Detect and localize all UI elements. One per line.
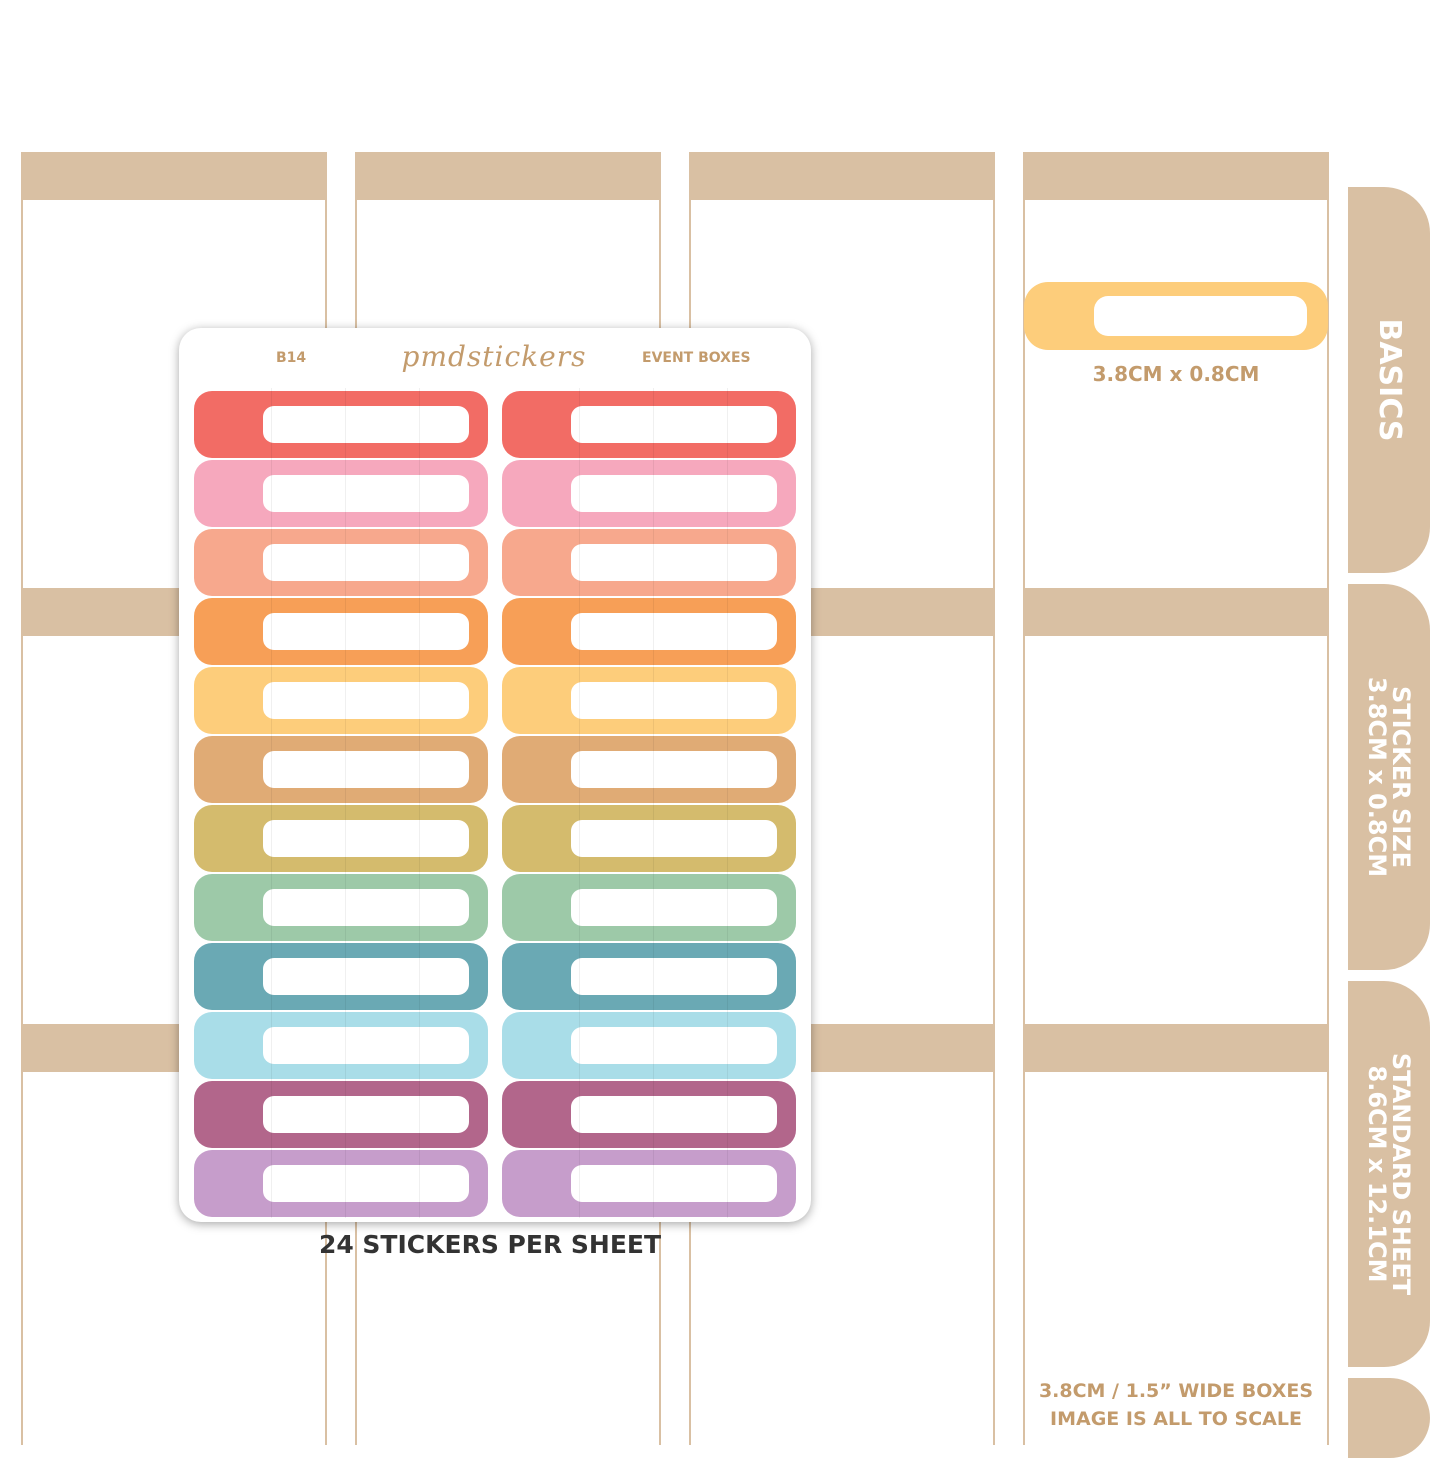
sticker-writing-area xyxy=(571,475,777,512)
column-border xyxy=(1327,152,1329,1445)
event-box-sticker xyxy=(194,805,488,872)
sticker-writing-area xyxy=(263,613,469,650)
side-tab-standard-sheet[interactable]: STANDARD SHEET 8.6CM x 12.1CM xyxy=(1348,981,1430,1367)
sample-size-label: 3.8CM x 0.8CM xyxy=(1092,362,1260,386)
event-box-sticker xyxy=(502,529,796,596)
brand-logo: pmdstickers xyxy=(401,340,587,373)
sticker-writing-area xyxy=(571,1027,777,1064)
sticker-writing-area xyxy=(263,1096,469,1133)
sticker-writing-area xyxy=(571,820,777,857)
event-box-sticker xyxy=(194,1150,488,1217)
side-tab-label: BASICS xyxy=(1372,318,1407,442)
cut-guide-line xyxy=(653,388,654,1218)
event-box-sticker xyxy=(502,460,796,527)
scale-note-2: IMAGE IS ALL TO SCALE xyxy=(1050,1408,1302,1430)
header-bar xyxy=(1023,588,1329,636)
side-tab-basics[interactable]: BASICS xyxy=(1348,187,1430,573)
event-box-sticker xyxy=(502,805,796,872)
cut-guide-line xyxy=(419,388,420,1218)
sticker-writing-area xyxy=(263,544,469,581)
sticker-writing-area xyxy=(263,820,469,857)
event-box-sticker xyxy=(502,391,796,458)
sticker-writing-area xyxy=(263,958,469,995)
header-bar xyxy=(1023,152,1329,200)
sticker-writing-area xyxy=(571,1165,777,1202)
sticker-writing-area xyxy=(571,889,777,926)
event-box-sticker xyxy=(194,598,488,665)
event-box-sticker xyxy=(194,460,488,527)
header-bar xyxy=(355,152,661,200)
sticker-writing-area xyxy=(263,1165,469,1202)
sticker-writing-area xyxy=(263,682,469,719)
event-box-sticker xyxy=(194,736,488,803)
cut-guide-line xyxy=(271,388,272,1218)
event-box-sticker xyxy=(502,736,796,803)
sticker-writing-area xyxy=(263,751,469,788)
sticker-writing-area xyxy=(263,1027,469,1064)
sticker-writing-area xyxy=(571,613,777,650)
side-tab-sticker-size[interactable]: STICKER SIZE 3.8CM x 0.8CM xyxy=(1348,584,1430,970)
cut-guide-line xyxy=(727,388,728,1218)
sticker-writing-area xyxy=(263,475,469,512)
event-box-sticker xyxy=(502,1150,796,1217)
sticker-writing-area xyxy=(571,544,777,581)
event-box-sticker xyxy=(194,943,488,1010)
scale-note-1: 3.8CM / 1.5” WIDE BOXES xyxy=(1038,1380,1314,1402)
cut-guide-line xyxy=(345,388,346,1218)
sticker-writing-area xyxy=(1094,296,1307,336)
cut-guide-line xyxy=(579,388,580,1218)
event-box-sticker xyxy=(502,1081,796,1148)
header-bar xyxy=(21,152,327,200)
sticker-writing-area xyxy=(571,682,777,719)
side-tab-partial[interactable] xyxy=(1348,1378,1430,1458)
column-border xyxy=(21,152,23,1445)
sticker-writing-area xyxy=(571,958,777,995)
event-box-sticker xyxy=(194,1081,488,1148)
event-box-sticker xyxy=(194,529,488,596)
event-box-sticker xyxy=(194,391,488,458)
event-box-sticker xyxy=(502,943,796,1010)
sheet-name: EVENT BOXES xyxy=(642,350,751,366)
side-tab-label: STICKER SIZE 3.8CM x 0.8CM xyxy=(1363,676,1415,878)
header-bar xyxy=(689,152,995,200)
event-box-sticker xyxy=(502,874,796,941)
event-box-sticker xyxy=(502,1012,796,1079)
event-box-sticker xyxy=(194,1012,488,1079)
event-box-sticker xyxy=(502,667,796,734)
event-box-sticker xyxy=(194,667,488,734)
sticker-writing-area xyxy=(263,889,469,926)
header-bar xyxy=(1023,1024,1329,1072)
sticker-writing-area xyxy=(571,406,777,443)
stickers-per-sheet: 24 STICKERS PER SHEET xyxy=(318,1230,662,1259)
sheet-code: B14 xyxy=(276,350,307,366)
column-border xyxy=(993,152,995,1445)
sticker-writing-area xyxy=(571,1096,777,1133)
event-box-sticker xyxy=(194,874,488,941)
sample-sticker xyxy=(1024,282,1328,350)
side-tab-label: STANDARD SHEET 8.6CM x 12.1CM xyxy=(1363,1052,1415,1296)
sticker-writing-area xyxy=(263,406,469,443)
column-border xyxy=(1023,152,1025,1445)
sticker-writing-area xyxy=(571,751,777,788)
event-box-sticker xyxy=(502,598,796,665)
sticker-sheet: B14 pmdstickers EVENT BOXES xyxy=(179,328,811,1222)
